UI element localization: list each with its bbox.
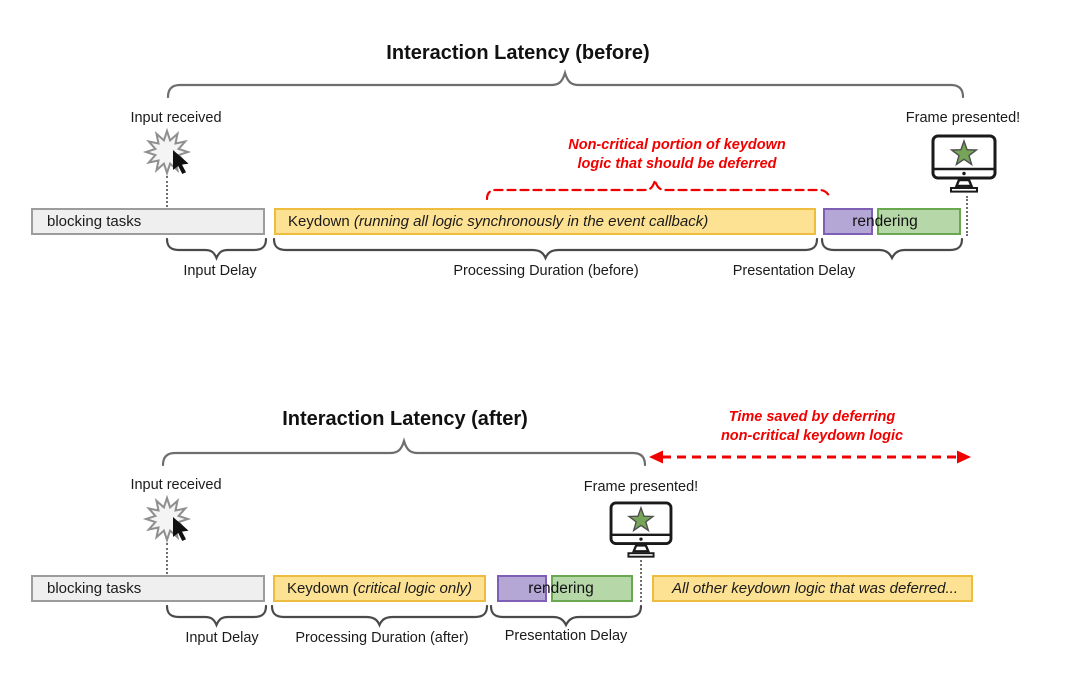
time-saved-line1: Time saved by deferring	[728, 409, 896, 425]
after-blocking-tasks-bar: blocking tasks	[31, 575, 265, 602]
after-processing-duration-label: Processing Duration (after)	[295, 630, 469, 646]
before-input-delay-label: Input Delay	[183, 263, 257, 279]
frame-timeline-connector	[640, 560, 642, 602]
after-presentation-delay-label: Presentation Delay	[504, 628, 628, 644]
after-input-received-label: Input received	[130, 477, 222, 493]
deferred-note-line1: Non-critical portion of keydown	[568, 137, 786, 153]
after-blocking-tasks-text: blocking tasks	[47, 580, 142, 597]
before-paint-bar	[877, 208, 961, 235]
before-style-layout-bar	[823, 208, 873, 235]
before-input-received-label: Input received	[130, 110, 222, 126]
before-processing-duration-label: Processing Duration (before)	[453, 263, 639, 279]
deferred-note: Non-critical portion of keydown logic th…	[568, 136, 786, 174]
before-title: Interaction Latency (before)	[386, 42, 650, 64]
input-timeline-connector	[166, 176, 168, 207]
after-deferred-text: All other keydown logic that was deferre…	[672, 580, 958, 597]
before-blocking-tasks-text: blocking tasks	[47, 213, 142, 230]
before-keydown-text: Keydown	[288, 213, 354, 230]
after-span-brace	[161, 437, 647, 467]
after-input-delay-label: Input Delay	[185, 630, 259, 646]
after-paint-bar	[551, 575, 633, 602]
after-phase-braces	[165, 604, 643, 628]
before-keydown-bar: Keydown (running all logic synchronously…	[274, 208, 816, 235]
before-presentation-delay-label: Presentation Delay	[732, 263, 856, 279]
deferred-portion-brace	[485, 179, 832, 201]
star-icon	[627, 505, 655, 533]
time-saved-line2: non-critical keydown logic	[720, 428, 904, 444]
after-deferred-bar: All other keydown logic that was deferre…	[652, 575, 973, 602]
before-span-brace	[166, 69, 965, 99]
monitor-star-icon	[931, 134, 997, 193]
frame-timeline-connector	[966, 196, 968, 236]
before-keydown-text-italic: (running all logic synchronously in the …	[353, 213, 709, 230]
click-burst-cursor-icon	[142, 127, 192, 177]
deferred-note-line2: logic that should be deferred	[577, 156, 777, 172]
before-frame-presented-label: Frame presented!	[905, 110, 1021, 126]
after-keydown-bar: Keydown (critical logic only)	[273, 575, 486, 602]
before-blocking-tasks-bar: blocking tasks	[31, 208, 265, 235]
time-saved-note: Time saved by deferring non-critical key…	[721, 408, 903, 446]
before-phase-braces	[165, 237, 964, 261]
click-burst-cursor-icon	[142, 494, 192, 544]
input-timeline-connector	[166, 543, 168, 574]
after-title: Interaction Latency (after)	[282, 408, 528, 430]
time-saved-arrow	[649, 450, 971, 464]
after-keydown-text: Keydown	[286, 580, 353, 597]
monitor-star-icon	[609, 501, 673, 558]
after-style-layout-bar	[497, 575, 547, 602]
after-frame-presented-label: Frame presented!	[583, 479, 699, 495]
star-icon	[949, 138, 979, 167]
after-keydown-text-italic: (critical logic only)	[352, 580, 473, 597]
